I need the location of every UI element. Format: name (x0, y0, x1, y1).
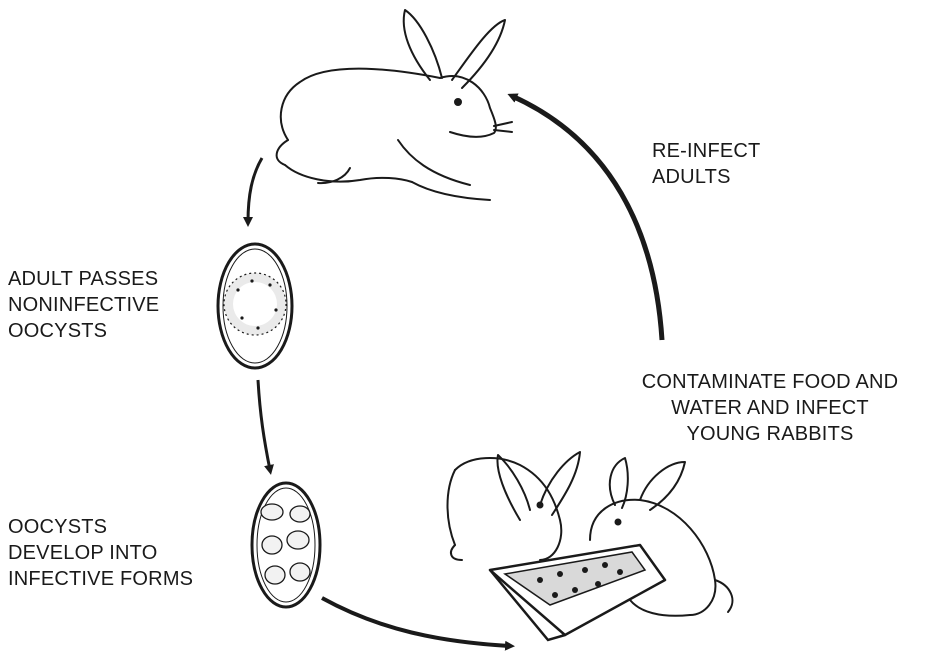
label-oocysts-develop-line-1: OOCYSTS (8, 514, 193, 540)
label-reinfect-line-1: RE-INFECT (652, 138, 760, 164)
label-contaminate-line-2: WATER AND INFECT (618, 395, 922, 421)
noninfective-oocyst-icon (218, 244, 292, 368)
label-contaminate-line-3: YOUNG RABBITS (618, 421, 922, 447)
label-oocysts-develop-line-2: DEVELOP INTO (8, 540, 193, 566)
label-adult-passes: ADULT PASSES NONINFECTIVE OOCYSTS (8, 266, 159, 344)
label-contaminate-food: CONTAMINATE FOOD AND WATER AND INFECT YO… (618, 369, 922, 447)
label-adult-passes-line-2: NONINFECTIVE (8, 292, 159, 318)
label-reinfect-line-2: ADULTS (652, 164, 760, 190)
label-reinfect-adults: RE-INFECT ADULTS (652, 138, 760, 190)
label-oocysts-develop: OOCYSTS DEVELOP INTO INFECTIVE FORMS (8, 514, 193, 592)
label-adult-passes-line-3: OOCYSTS (8, 318, 159, 344)
arrow-rabbit-to-oocyst (248, 158, 262, 222)
label-oocysts-develop-line-3: INFECTIVE FORMS (8, 566, 193, 592)
food-trough-icon (490, 545, 665, 640)
arrow-reinfect-adults (512, 96, 662, 340)
arrow-infective-to-feeding (322, 598, 510, 646)
adult-rabbit-icon (277, 10, 512, 200)
label-adult-passes-line-1: ADULT PASSES (8, 266, 159, 292)
label-contaminate-line-1: CONTAMINATE FOOD AND (618, 369, 922, 395)
arrow-oocyst-to-infective (258, 380, 270, 470)
infective-oocyst-icon (252, 483, 320, 607)
